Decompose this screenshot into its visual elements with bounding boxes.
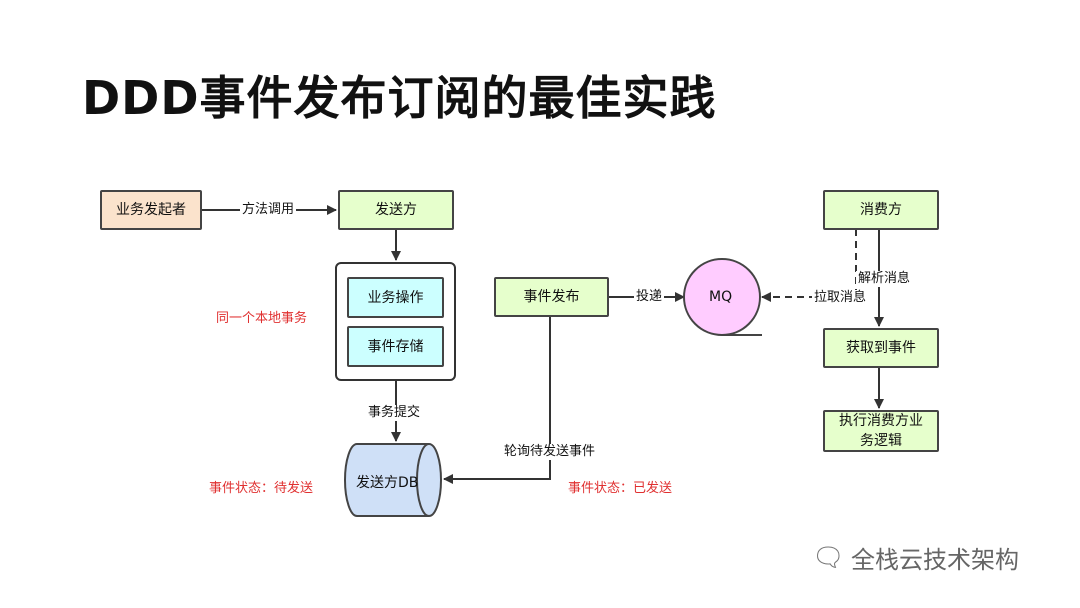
- edge-poll: [443, 316, 551, 484]
- sender-node: 发送方: [338, 190, 454, 230]
- edge-label-deliver: 投递: [634, 289, 665, 305]
- edge-label-pull: 拉取消息: [812, 290, 869, 306]
- edge-label-tx-commit: 事务提交: [366, 405, 423, 421]
- sender-db-cylinder: [344, 443, 442, 517]
- edge-pull: [761, 229, 857, 302]
- note-status-sent: 事件状态：已发送: [568, 481, 673, 496]
- watermark: 🗨 全栈云技术架构: [812, 540, 1019, 575]
- edge-label-poll: 轮询待发送事件: [502, 444, 598, 460]
- get-event-node: 获取到事件: [823, 328, 939, 368]
- initiator-node: 业务发起者: [100, 190, 202, 230]
- edge-label-method-call: 方法调用: [240, 202, 297, 218]
- sender-db-label: 发送方DB: [356, 475, 419, 491]
- note-status-pending: 事件状态：待发送: [209, 481, 314, 496]
- exec-logic-node: 执行消费方业务逻辑: [823, 410, 939, 452]
- watermark-text: 全栈云技术架构: [851, 546, 1020, 574]
- mq-label: MQ: [709, 289, 733, 305]
- event-publish-node: 事件发布: [494, 277, 609, 317]
- event-store-node: 事件存储: [347, 326, 444, 367]
- wechat-icon: 🗨: [812, 542, 846, 573]
- note-same-transaction: 同一个本地事务: [216, 311, 308, 326]
- page-title: DDD事件发布订阅的最佳实践: [82, 71, 717, 125]
- consumer-node: 消费方: [823, 190, 939, 230]
- edge-label-parse: 解析消息: [856, 271, 913, 287]
- biz-op-node: 业务操作: [347, 277, 444, 318]
- mq-queue-shape: [683, 258, 762, 336]
